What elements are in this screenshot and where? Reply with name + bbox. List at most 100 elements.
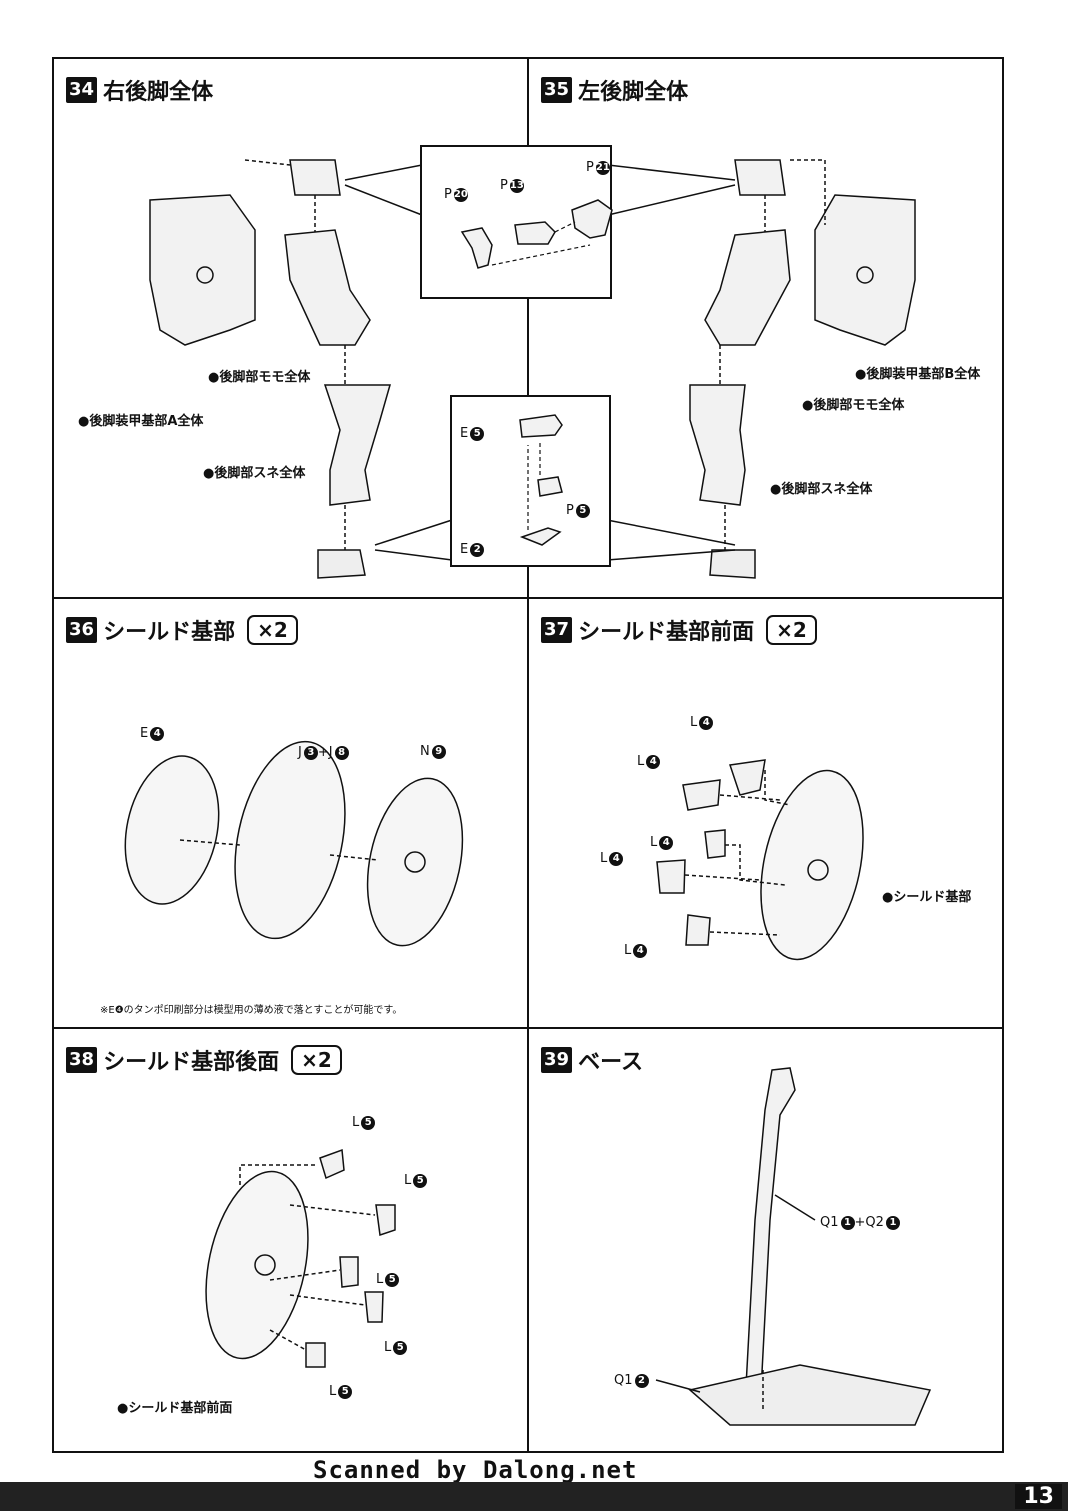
part-letter: Q1	[614, 1373, 633, 1388]
part-letter: P	[586, 160, 594, 175]
step-number: 39	[541, 1047, 573, 1073]
part-number: 1	[840, 1215, 855, 1230]
part-letter: L	[637, 754, 645, 769]
part-letter: L	[384, 1340, 392, 1355]
part-letter: L	[329, 1384, 337, 1399]
part-number: 4	[150, 726, 165, 741]
part-number: 13	[509, 178, 524, 193]
label-shin-assembly: ●後脚部スネ全体	[203, 466, 306, 481]
step-38-title: 38 シールド基部後面 ×2	[66, 1044, 342, 1076]
part-number: 8	[334, 745, 349, 760]
part-letter: E	[140, 726, 149, 741]
part-letter: L	[624, 943, 632, 958]
label-shield-base: ●シールド基部	[882, 890, 972, 905]
part-number: 4	[609, 851, 624, 866]
part-number: 2	[634, 1373, 649, 1388]
step-37-title: 37 シールド基部前面 ×2	[541, 614, 817, 646]
part-letter: J	[298, 745, 302, 760]
part-letter: P	[444, 187, 452, 202]
part-number: 5	[575, 503, 590, 518]
part-letter: P	[500, 178, 508, 193]
step-number: 37	[541, 617, 573, 643]
label-armor-base-a: ●後脚装甲基部A全体	[78, 414, 204, 429]
part-letter: +J	[317, 745, 333, 760]
part-letter: P	[566, 503, 574, 518]
part-number: 5	[413, 1173, 428, 1188]
part-number: 20	[453, 187, 468, 202]
part-letter: +Q2	[854, 1215, 884, 1230]
page-number: 13	[1015, 1484, 1062, 1509]
part-number: 21	[595, 160, 610, 175]
step-title-text: シールド基部前面	[578, 620, 755, 645]
part-number: 5	[338, 1384, 353, 1399]
step-title-text: 左後脚全体	[578, 80, 689, 105]
step-title-text: 右後脚全体	[103, 80, 214, 105]
label-armor-base-b: ●後脚装甲基部B全体	[855, 367, 981, 382]
part-number: 3	[303, 745, 318, 760]
part-letter: L	[600, 851, 608, 866]
part-letter: L	[650, 835, 658, 850]
step-title-text: シールド基部後面	[103, 1050, 280, 1075]
part-letter: L	[690, 715, 698, 730]
step-title-text: シールド基部	[103, 620, 236, 645]
scan-credit: Scanned by Dalong.net	[313, 1456, 638, 1484]
part-letter: L	[352, 1115, 360, 1130]
step-number: 34	[66, 77, 98, 103]
part-number: 2	[470, 542, 485, 557]
part-letter: L	[404, 1173, 412, 1188]
step-number: 36	[66, 617, 98, 643]
part-letter: E	[460, 426, 469, 441]
label-shield-base-front: ●シールド基部前面	[117, 1401, 233, 1416]
part-number: 4	[646, 754, 661, 769]
page-footer-bar	[0, 1482, 1068, 1511]
part-letter: L	[376, 1272, 384, 1287]
part-number: 4	[659, 835, 674, 850]
row-divider-2	[52, 1027, 1004, 1029]
label-thigh-assembly: ●後脚部モモ全体	[802, 398, 905, 413]
step-35-title: 35 左後脚全体	[541, 74, 688, 106]
part-number: 5	[393, 1340, 408, 1355]
part-number: 9	[431, 744, 446, 759]
part-number: 5	[361, 1115, 376, 1130]
label-thigh-assembly: ●後脚部モモ全体	[208, 370, 311, 385]
quantity-badge: ×2	[766, 615, 817, 645]
part-letter: Q1	[820, 1215, 839, 1230]
step-36-title: 36 シールド基部 ×2	[66, 614, 298, 646]
column-divider	[527, 57, 529, 1453]
step-39-title: 39 ベース	[541, 1044, 643, 1076]
printing-note: ※E❹のタンポ印刷部分は模型用の薄め液で落とすことが可能です。	[100, 1005, 403, 1016]
part-number: 1	[885, 1215, 900, 1230]
step-number: 35	[541, 77, 573, 103]
quantity-badge: ×2	[247, 615, 298, 645]
quantity-badge: ×2	[291, 1045, 342, 1075]
step-34-title: 34 右後脚全体	[66, 74, 213, 106]
part-number: 5	[385, 1272, 400, 1287]
part-letter: N	[420, 744, 430, 759]
part-number: 4	[699, 715, 714, 730]
label-shin-assembly: ●後脚部スネ全体	[770, 482, 873, 497]
part-letter: E	[460, 542, 469, 557]
part-number: 5	[470, 426, 485, 441]
